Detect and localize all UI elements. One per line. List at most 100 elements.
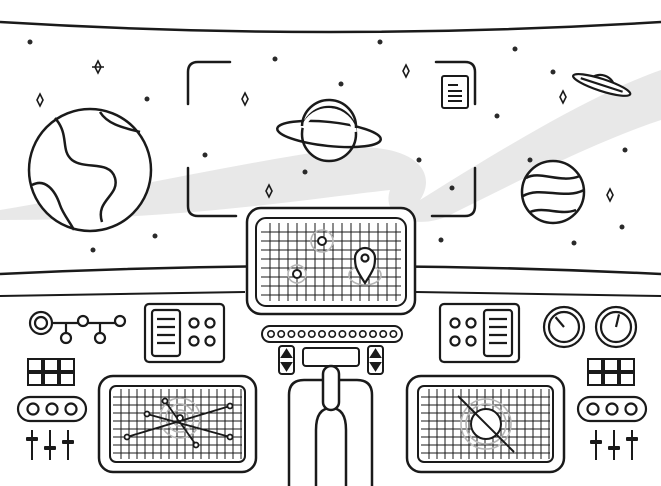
star-dot [571,240,577,246]
star-dot [377,39,383,45]
star-dot [302,169,308,175]
indicator-light [358,329,367,338]
star-dot [338,81,344,87]
left-navigation-screen[interactable] [97,374,258,474]
nav-waypoint [192,441,200,449]
keypad-key[interactable] [619,358,635,372]
indicator-light [348,329,357,338]
keypad-key[interactable] [43,358,59,372]
control-button[interactable] [449,317,461,329]
slider-fader-icon[interactable] [608,446,620,450]
slider-fader-icon[interactable] [44,446,56,450]
control-button[interactable] [449,335,461,347]
pill-button[interactable] [624,402,638,416]
console-bevel-right [415,291,661,297]
keypad-key[interactable] [43,372,59,386]
star-dot [550,69,556,75]
star-dot [619,224,625,230]
slider-fader-icon[interactable] [62,440,74,444]
star-dot [527,157,533,163]
center-radar-monitor[interactable] [245,206,417,316]
right-control-box [438,302,521,364]
star-dot [512,46,518,52]
toggle-node[interactable] [113,314,127,328]
nav-route-lines [123,397,234,449]
star-icon [559,89,567,105]
keypad-key[interactable] [587,358,603,372]
control-button[interactable] [204,317,216,329]
pill-button[interactable] [586,402,600,416]
toggle-node[interactable] [93,331,107,345]
star-icon [265,183,273,199]
analog-gauge-right [594,305,638,349]
right-target-screen[interactable] [405,374,566,474]
pilot-seat-column [287,364,374,486]
keypad-key[interactable] [27,372,43,386]
star-dot [27,39,33,45]
map-pin-icon[interactable] [353,246,377,285]
indicator-light [389,329,398,338]
dashboard [0,206,661,486]
pill-button[interactable] [605,402,619,416]
control-button[interactable] [465,317,477,329]
striped-planet-icon [520,159,586,225]
indicator-light [287,329,296,338]
viewfinder-corner-tr [434,60,477,106]
target-rings [460,398,512,450]
right-key-grid [587,358,635,386]
keypad-key[interactable] [603,372,619,386]
star-icon [402,63,410,79]
radar-target-ring [310,229,334,253]
up-down-arrow-right[interactable] [367,345,384,375]
up-down-arrow-icon [280,348,293,372]
toggle-node[interactable] [59,331,73,345]
keypad-key[interactable] [59,358,75,372]
windshield-top-edge [0,20,661,34]
nav-waypoint [226,402,234,410]
pill-button[interactable] [26,402,40,416]
ringed-planet-icon [276,98,382,163]
indicator-light [368,329,377,338]
control-button[interactable] [465,335,477,347]
viewfinder-corner-bl [186,166,238,218]
viewfinder-corner-br [430,166,477,218]
slider-fader-icon[interactable] [26,437,38,441]
star-dot [494,113,500,119]
throttle-plate[interactable] [302,347,360,367]
star-field [27,39,628,253]
control-button[interactable] [188,317,200,329]
pill-button[interactable] [45,402,59,416]
star-dot [144,96,150,102]
star-icon [92,59,104,75]
slider-fader-icon[interactable] [626,437,638,441]
star-dot [449,185,455,191]
document-icon[interactable] [441,75,469,109]
star-icon [241,91,249,107]
star-dot [90,247,96,253]
indicator-light-strip [261,325,403,343]
up-down-arrow-left[interactable] [278,345,295,375]
indicator-light [266,329,275,338]
indicator-light [317,329,326,338]
control-button[interactable] [188,335,200,347]
gauge-needle [554,316,565,328]
keypad-key[interactable] [587,372,603,386]
control-button[interactable] [204,335,216,347]
milky-way-swoosh [0,70,661,222]
nav-waypoint [143,410,151,418]
gauge-needle [614,314,621,328]
control-stick[interactable] [321,364,341,412]
indicator-light [338,329,347,338]
keypad-key[interactable] [603,358,619,372]
pill-button[interactable] [64,402,78,416]
nav-waypoint [123,433,131,441]
slider-fader-icon[interactable] [590,440,602,444]
left-key-grid [27,358,75,386]
toggle-node[interactable] [76,314,90,328]
keypad-key[interactable] [27,358,43,372]
keypad-key[interactable] [619,372,635,386]
keypad-key[interactable] [59,372,75,386]
left-slider-bank [26,430,74,460]
